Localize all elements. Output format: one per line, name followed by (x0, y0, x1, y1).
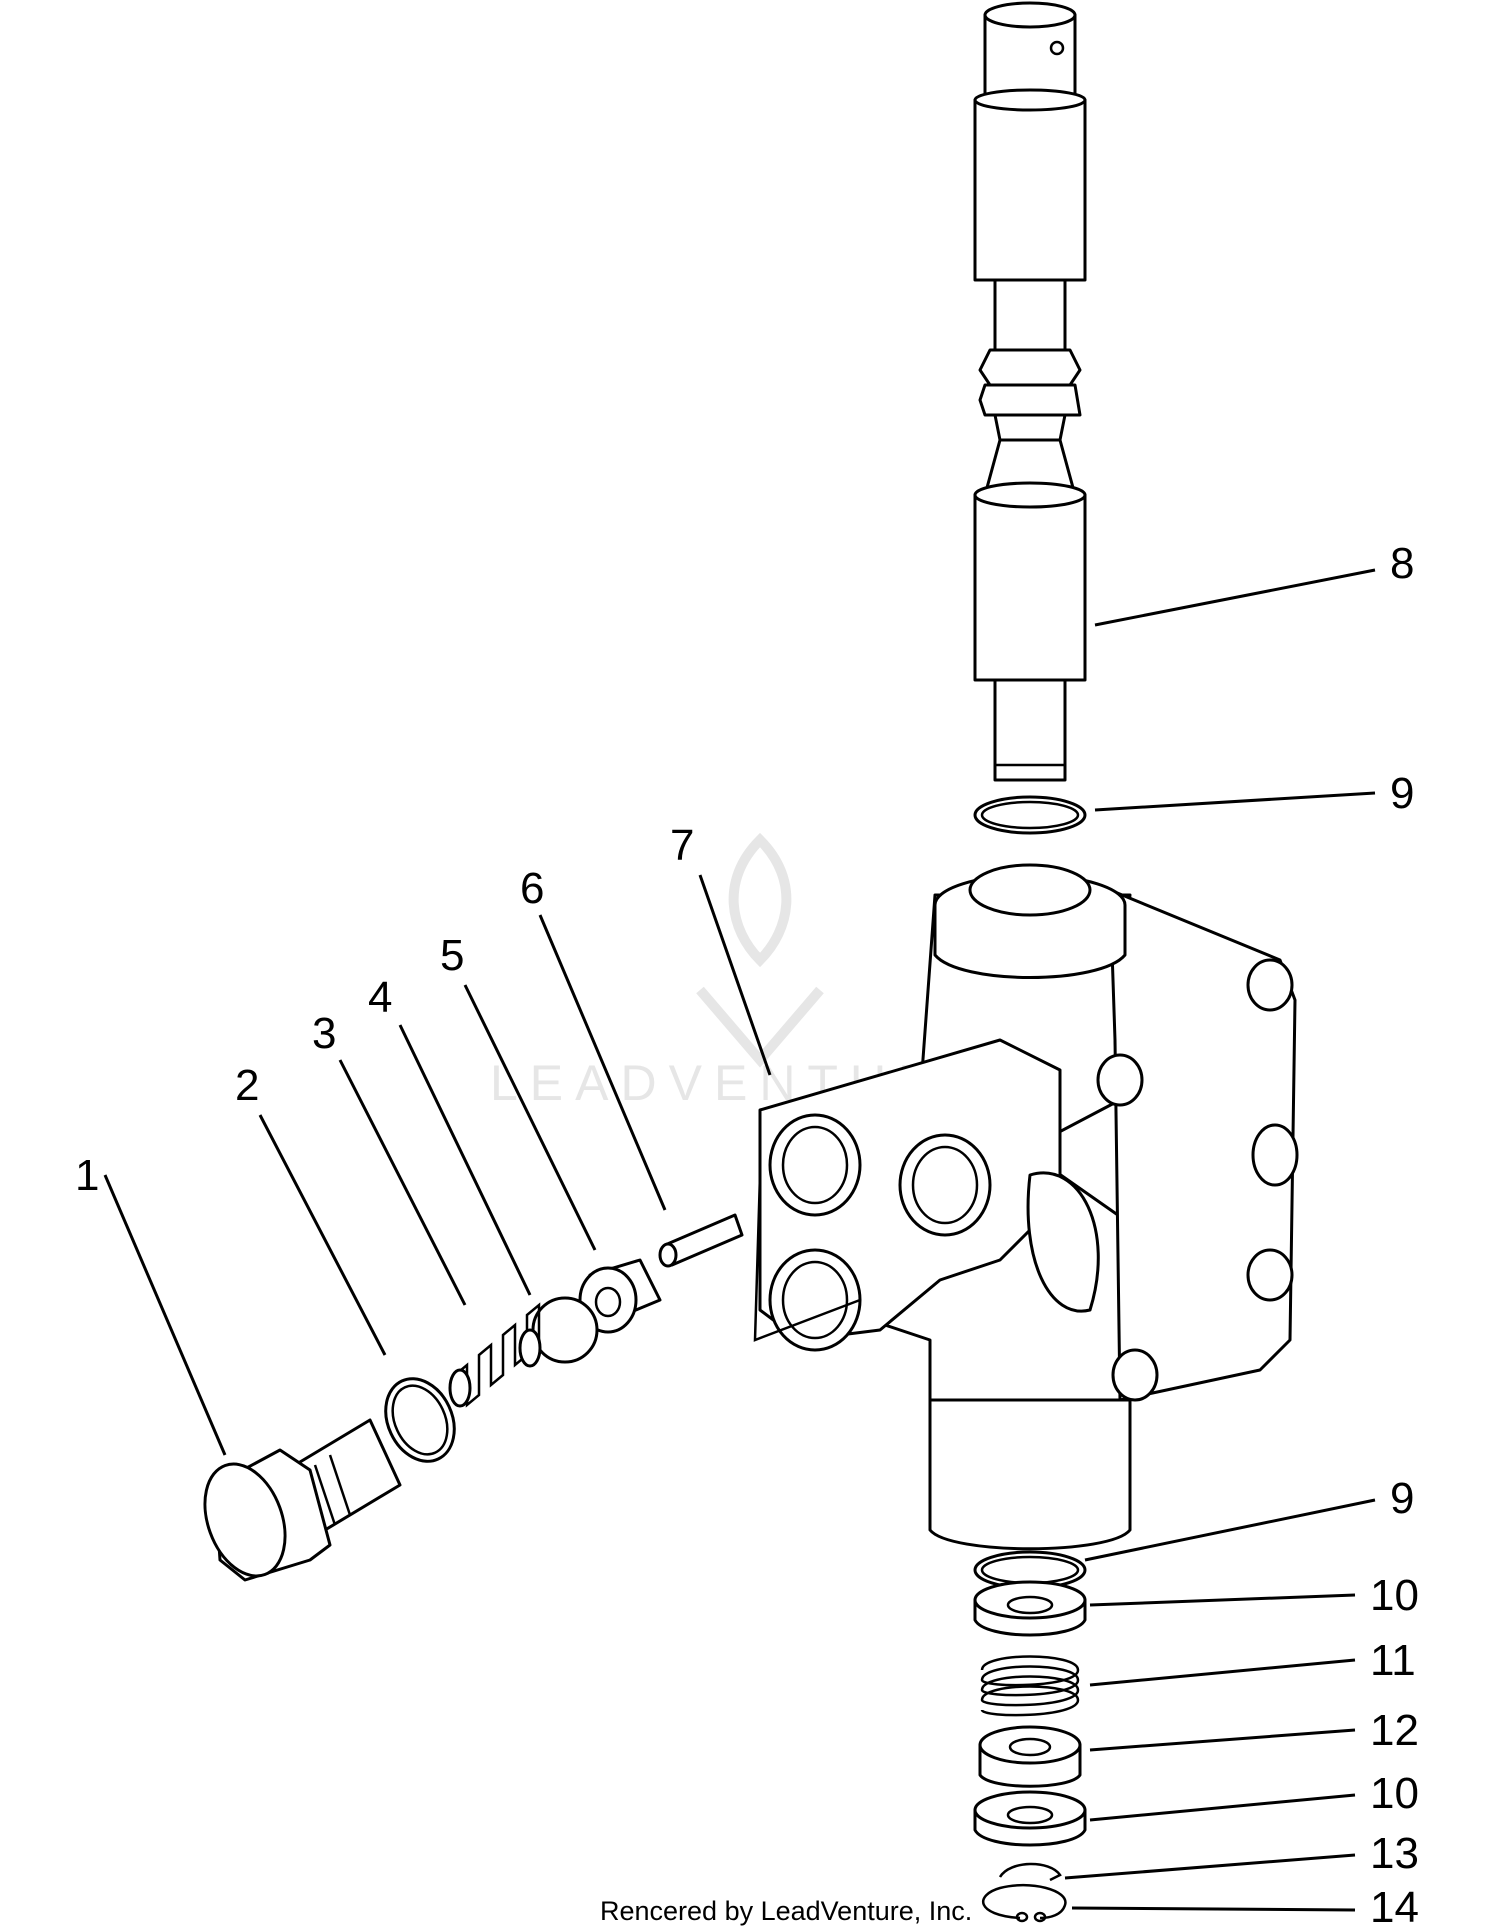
leader-10b (1089, 1793, 1356, 1822)
part-9-oring-bottom (973, 1550, 1087, 1590)
render-credit: Rencered by LeadVenture, Inc. (600, 1896, 972, 1926)
callout-1: 1 (75, 1151, 99, 1200)
leader-3 (338, 1059, 467, 1306)
part-12-spacer (978, 1725, 1082, 1788)
part-7-valve-body (753, 863, 1299, 1551)
callout-4: 4 (368, 973, 392, 1022)
leader-13 (1064, 1853, 1356, 1880)
callout-8: 8 (1390, 539, 1414, 588)
leader-lines (103, 568, 1376, 1912)
leader-12 (1089, 1728, 1356, 1752)
callout-7: 7 (670, 821, 694, 870)
callout-14: 14 (1370, 1883, 1419, 1930)
leader-7 (698, 874, 772, 1076)
callout-13: 13 (1370, 1829, 1419, 1878)
leader-9b (1084, 1498, 1376, 1562)
callout-5: 5 (440, 931, 464, 980)
leader-14 (1071, 1906, 1356, 1912)
callout-2: 2 (235, 1061, 259, 1110)
callout-9-bottom: 9 (1390, 1474, 1414, 1523)
watermark-logo-icon (696, 832, 824, 1068)
part-14-snap-ring (982, 1884, 1067, 1923)
callout-12: 12 (1370, 1706, 1419, 1755)
callout-9-top: 9 (1390, 769, 1414, 818)
part-10-washer-bottom (973, 1790, 1087, 1847)
leader-4 (398, 1024, 532, 1296)
callout-10-top: 10 (1370, 1571, 1419, 1620)
part-2-oring (384, 1377, 456, 1463)
callout-10-bottom: 10 (1370, 1769, 1419, 1818)
callout-6: 6 (520, 864, 544, 913)
part-11-spring (980, 1655, 1080, 1717)
leader-5 (463, 984, 597, 1251)
part-10-washer-top (973, 1580, 1087, 1637)
part-13-retaining-ring (998, 1862, 1062, 1882)
part-6-pin (658, 1213, 744, 1268)
leader-11 (1089, 1658, 1356, 1687)
leader-10a (1089, 1593, 1356, 1607)
callout-labels: 1 2 3 4 5 6 7 8 9 9 10 11 12 10 13 14 (75, 539, 1419, 1930)
part-3-spring (448, 1302, 542, 1408)
part-9-oring-top (973, 795, 1087, 835)
part-1-plug (203, 1418, 402, 1582)
leader-1 (103, 1174, 227, 1456)
leader-8 (1094, 568, 1376, 627)
leader-6 (538, 914, 667, 1211)
leader-2 (258, 1114, 387, 1356)
callout-3: 3 (312, 1009, 336, 1058)
callout-11: 11 (1370, 1636, 1416, 1685)
leader-9a (1094, 791, 1376, 812)
part-4-ball (531, 1296, 599, 1364)
part-8-spool (973, 1, 1087, 782)
